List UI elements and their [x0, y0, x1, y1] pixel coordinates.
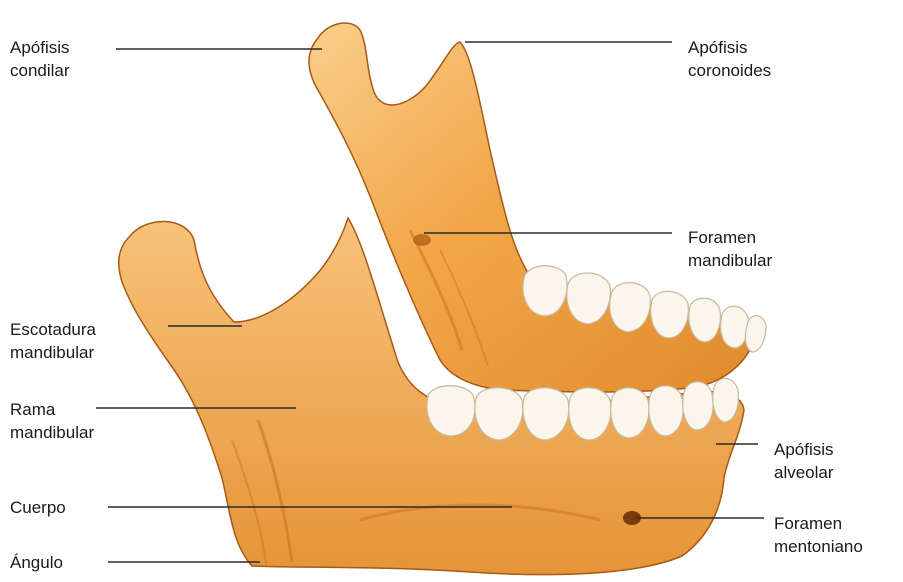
label-apofisis-condilar: Apófisis condilar	[10, 36, 70, 82]
label-angulo: Ángulo	[10, 551, 63, 574]
label-line: mandibular	[10, 341, 96, 364]
label-line: Foramen	[774, 512, 863, 535]
label-foramen-mentoniano: Foramen mentoniano	[774, 512, 863, 558]
label-apofisis-alveolar: Apófisis alveolar	[774, 438, 834, 484]
label-rama-mandibular: Rama mandibular	[10, 398, 94, 444]
label-line: Apófisis	[688, 36, 771, 59]
label-line: coronoides	[688, 59, 771, 82]
label-line: Rama	[10, 398, 94, 421]
label-line: Apófisis	[774, 438, 834, 461]
label-cuerpo: Cuerpo	[10, 496, 66, 519]
label-line: condilar	[10, 59, 70, 82]
label-line: Cuerpo	[10, 496, 66, 519]
mandibular-foramen	[413, 234, 431, 246]
label-line: mentoniano	[774, 535, 863, 558]
label-line: Foramen	[688, 226, 772, 249]
label-line: Apófisis	[10, 36, 70, 59]
label-foramen-mandibular: Foramen mandibular	[688, 226, 772, 272]
label-escotadura-mandibular: Escotadura mandibular	[10, 318, 96, 364]
label-apofisis-coronoides: Apófisis coronoides	[688, 36, 771, 82]
label-line: mandibular	[688, 249, 772, 272]
label-line: alveolar	[774, 461, 834, 484]
label-line: Ángulo	[10, 551, 63, 574]
label-line: mandibular	[10, 421, 94, 444]
label-line: Escotadura	[10, 318, 96, 341]
